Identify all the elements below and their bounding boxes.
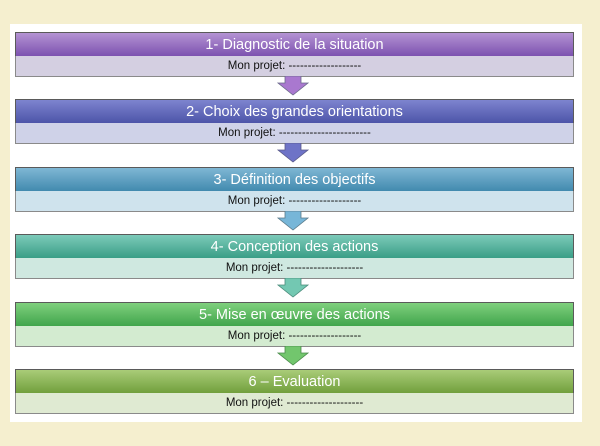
step-project-note: Mon projet: -------------------- [15, 258, 574, 279]
step-title-bar: 4- Conception des actions [15, 234, 574, 260]
step-project-note: Mon projet: ------------------- [15, 326, 574, 347]
step-title-bar: 3- Définition des objectifs [15, 167, 574, 193]
step-project-note: Mon projet: ------------------- [15, 191, 574, 212]
step-project-note: Mon projet: ------------------- [15, 56, 574, 77]
step-title-bar: 2- Choix des grandes orientations [15, 99, 574, 125]
step-project-note: Mon projet: -------------------- [15, 393, 574, 414]
down-arrow-icon [276, 76, 310, 96]
down-arrow-icon [276, 211, 310, 231]
down-arrow-icon [276, 143, 310, 163]
step-title-bar: 6 – Evaluation [15, 369, 574, 395]
step-project-note: Mon projet: ------------------------ [15, 123, 574, 144]
step-title-bar: 1- Diagnostic de la situation [15, 32, 574, 58]
down-arrow-icon [276, 346, 310, 366]
diagram-panel: 1- Diagnostic de la situation Mon projet… [10, 24, 582, 422]
step-title-bar: 5- Mise en œuvre des actions [15, 302, 574, 328]
down-arrow-icon [276, 278, 310, 298]
